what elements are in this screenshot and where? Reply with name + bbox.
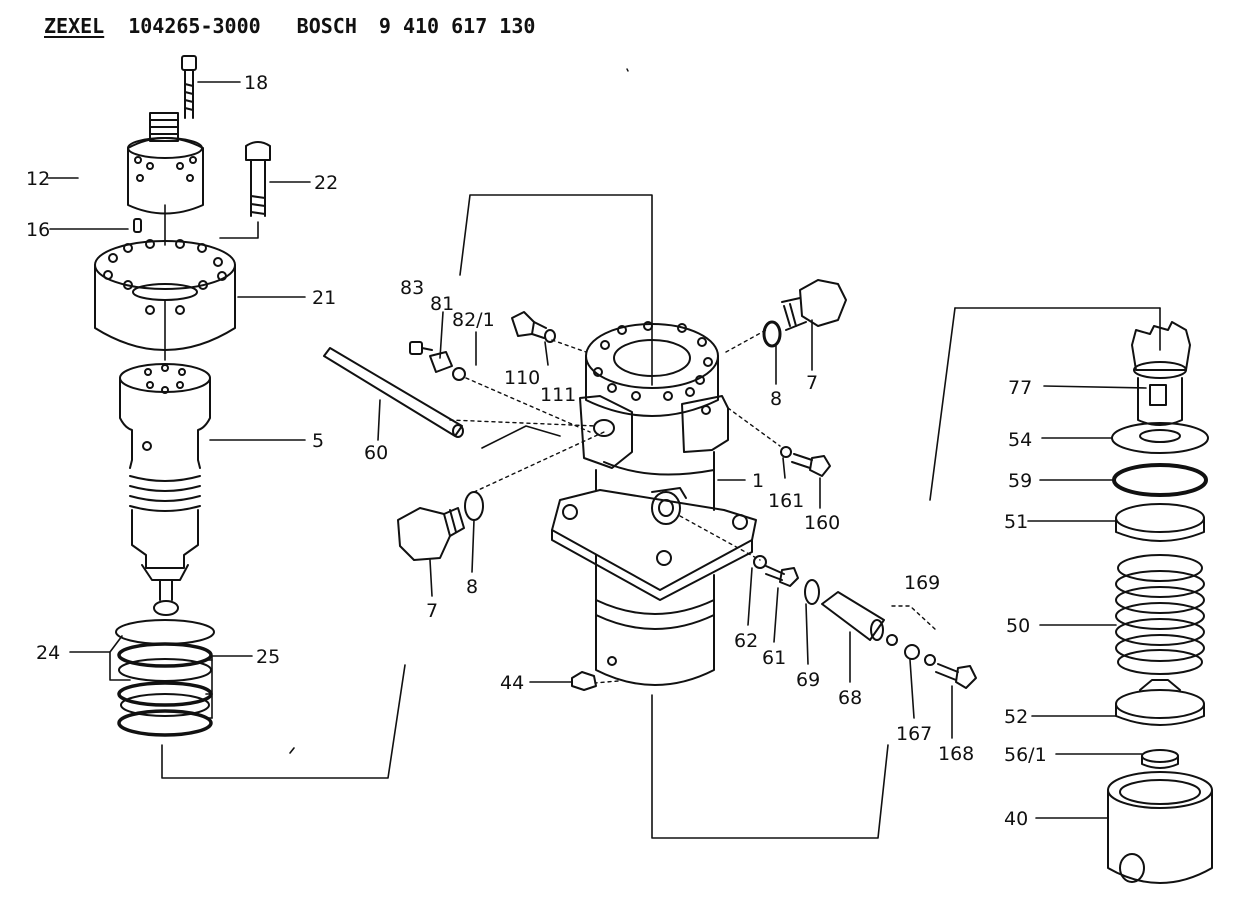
o-ring-8-left bbox=[464, 491, 484, 521]
callout-25: 25 bbox=[256, 646, 280, 668]
callout-51: 51 bbox=[1004, 511, 1028, 533]
o-ring-69 bbox=[804, 579, 820, 605]
callout-5: 5 bbox=[312, 430, 324, 452]
callout-50: 50 bbox=[1006, 615, 1030, 637]
callout-111: 111 bbox=[540, 384, 576, 406]
diagram-header: ZEXEL 104265-3000 BOSCH 9 410 617 130 bbox=[44, 14, 535, 42]
brand-zexel: ZEXEL bbox=[44, 14, 105, 38]
callout-1: 1 bbox=[752, 470, 764, 492]
rod-60 bbox=[323, 347, 464, 438]
plug-7-top bbox=[781, 279, 847, 331]
washer-111 bbox=[544, 329, 556, 343]
pump-housing-1 bbox=[551, 321, 757, 686]
callout-22: 22 bbox=[314, 172, 338, 194]
screw-44 bbox=[571, 671, 597, 691]
callout-21: 21 bbox=[312, 287, 336, 309]
callout-40: 40 bbox=[1004, 808, 1028, 830]
callout-8-top: 8 bbox=[770, 388, 782, 410]
callout-83: 83 bbox=[400, 277, 424, 299]
screw-168 bbox=[935, 663, 977, 689]
callout-81: 81 bbox=[430, 293, 454, 315]
screw-61 bbox=[765, 565, 799, 587]
brand-bosch: BOSCH bbox=[296, 14, 357, 38]
callout-160: 160 bbox=[804, 512, 840, 534]
tappet-40 bbox=[1107, 771, 1213, 884]
callout-7-left: 7 bbox=[426, 600, 438, 622]
screw-83 bbox=[409, 341, 433, 355]
callout-82-1: 82/1 bbox=[452, 309, 495, 331]
sleeve-68 bbox=[821, 591, 885, 641]
control-sleeve-77 bbox=[1131, 321, 1191, 426]
shim-56-1 bbox=[1141, 749, 1179, 769]
callout-18: 18 bbox=[244, 72, 268, 94]
callout-54: 54 bbox=[1008, 429, 1032, 451]
spring-seat-52 bbox=[1115, 679, 1205, 726]
spring-seat-54 bbox=[1111, 422, 1209, 454]
callout-68: 68 bbox=[838, 687, 862, 709]
callout-168: 168 bbox=[938, 743, 974, 765]
barrel-5 bbox=[119, 363, 211, 616]
callout-8-left: 8 bbox=[466, 576, 478, 598]
callout-16: 16 bbox=[26, 219, 50, 241]
callout-61: 61 bbox=[762, 647, 786, 669]
washer-62 bbox=[753, 555, 767, 569]
bosch-part-number: 9 410 617 130 bbox=[378, 14, 536, 38]
callout-161: 161 bbox=[768, 490, 804, 512]
callout-12: 12 bbox=[26, 168, 50, 190]
callout-52: 52 bbox=[1004, 706, 1028, 728]
washer-82-1 bbox=[452, 367, 466, 381]
screw-110 bbox=[511, 311, 547, 339]
spring-50 bbox=[1115, 554, 1205, 675]
washer-81 bbox=[429, 351, 453, 373]
valve-holder-12 bbox=[127, 112, 204, 215]
callout-labels: 18 12 22 16 21 5 24 25 83 81 82/1 110 11… bbox=[26, 72, 1047, 830]
callout-167: 167 bbox=[896, 723, 932, 745]
bolt-18 bbox=[181, 55, 197, 119]
washer-169a bbox=[886, 634, 898, 646]
callout-62: 62 bbox=[734, 630, 758, 652]
callout-169: 169 bbox=[904, 572, 940, 594]
callout-69: 69 bbox=[796, 669, 820, 691]
snap-ring-59 bbox=[1112, 463, 1208, 497]
callout-110: 110 bbox=[504, 367, 540, 389]
o-ring-8-top bbox=[762, 320, 782, 348]
callout-24: 24 bbox=[36, 642, 60, 664]
bolt-22 bbox=[245, 141, 271, 217]
callout-44: 44 bbox=[500, 672, 524, 694]
spring-seat-rings-24-25 bbox=[115, 619, 215, 737]
screw-160 bbox=[791, 453, 831, 477]
washer-161 bbox=[780, 446, 792, 458]
callout-56-1: 56/1 bbox=[1004, 744, 1047, 766]
zexel-part-number: 104265-3000 bbox=[128, 14, 261, 38]
pin-16 bbox=[133, 218, 142, 233]
washer-167 bbox=[904, 644, 920, 660]
callout-7-top: 7 bbox=[806, 372, 818, 394]
plug-7-left bbox=[397, 507, 465, 561]
washer-169b bbox=[924, 654, 936, 666]
callout-60: 60 bbox=[364, 442, 388, 464]
callout-77: 77 bbox=[1008, 377, 1032, 399]
callout-59: 59 bbox=[1008, 470, 1032, 492]
spring-seat-51 bbox=[1115, 503, 1205, 542]
